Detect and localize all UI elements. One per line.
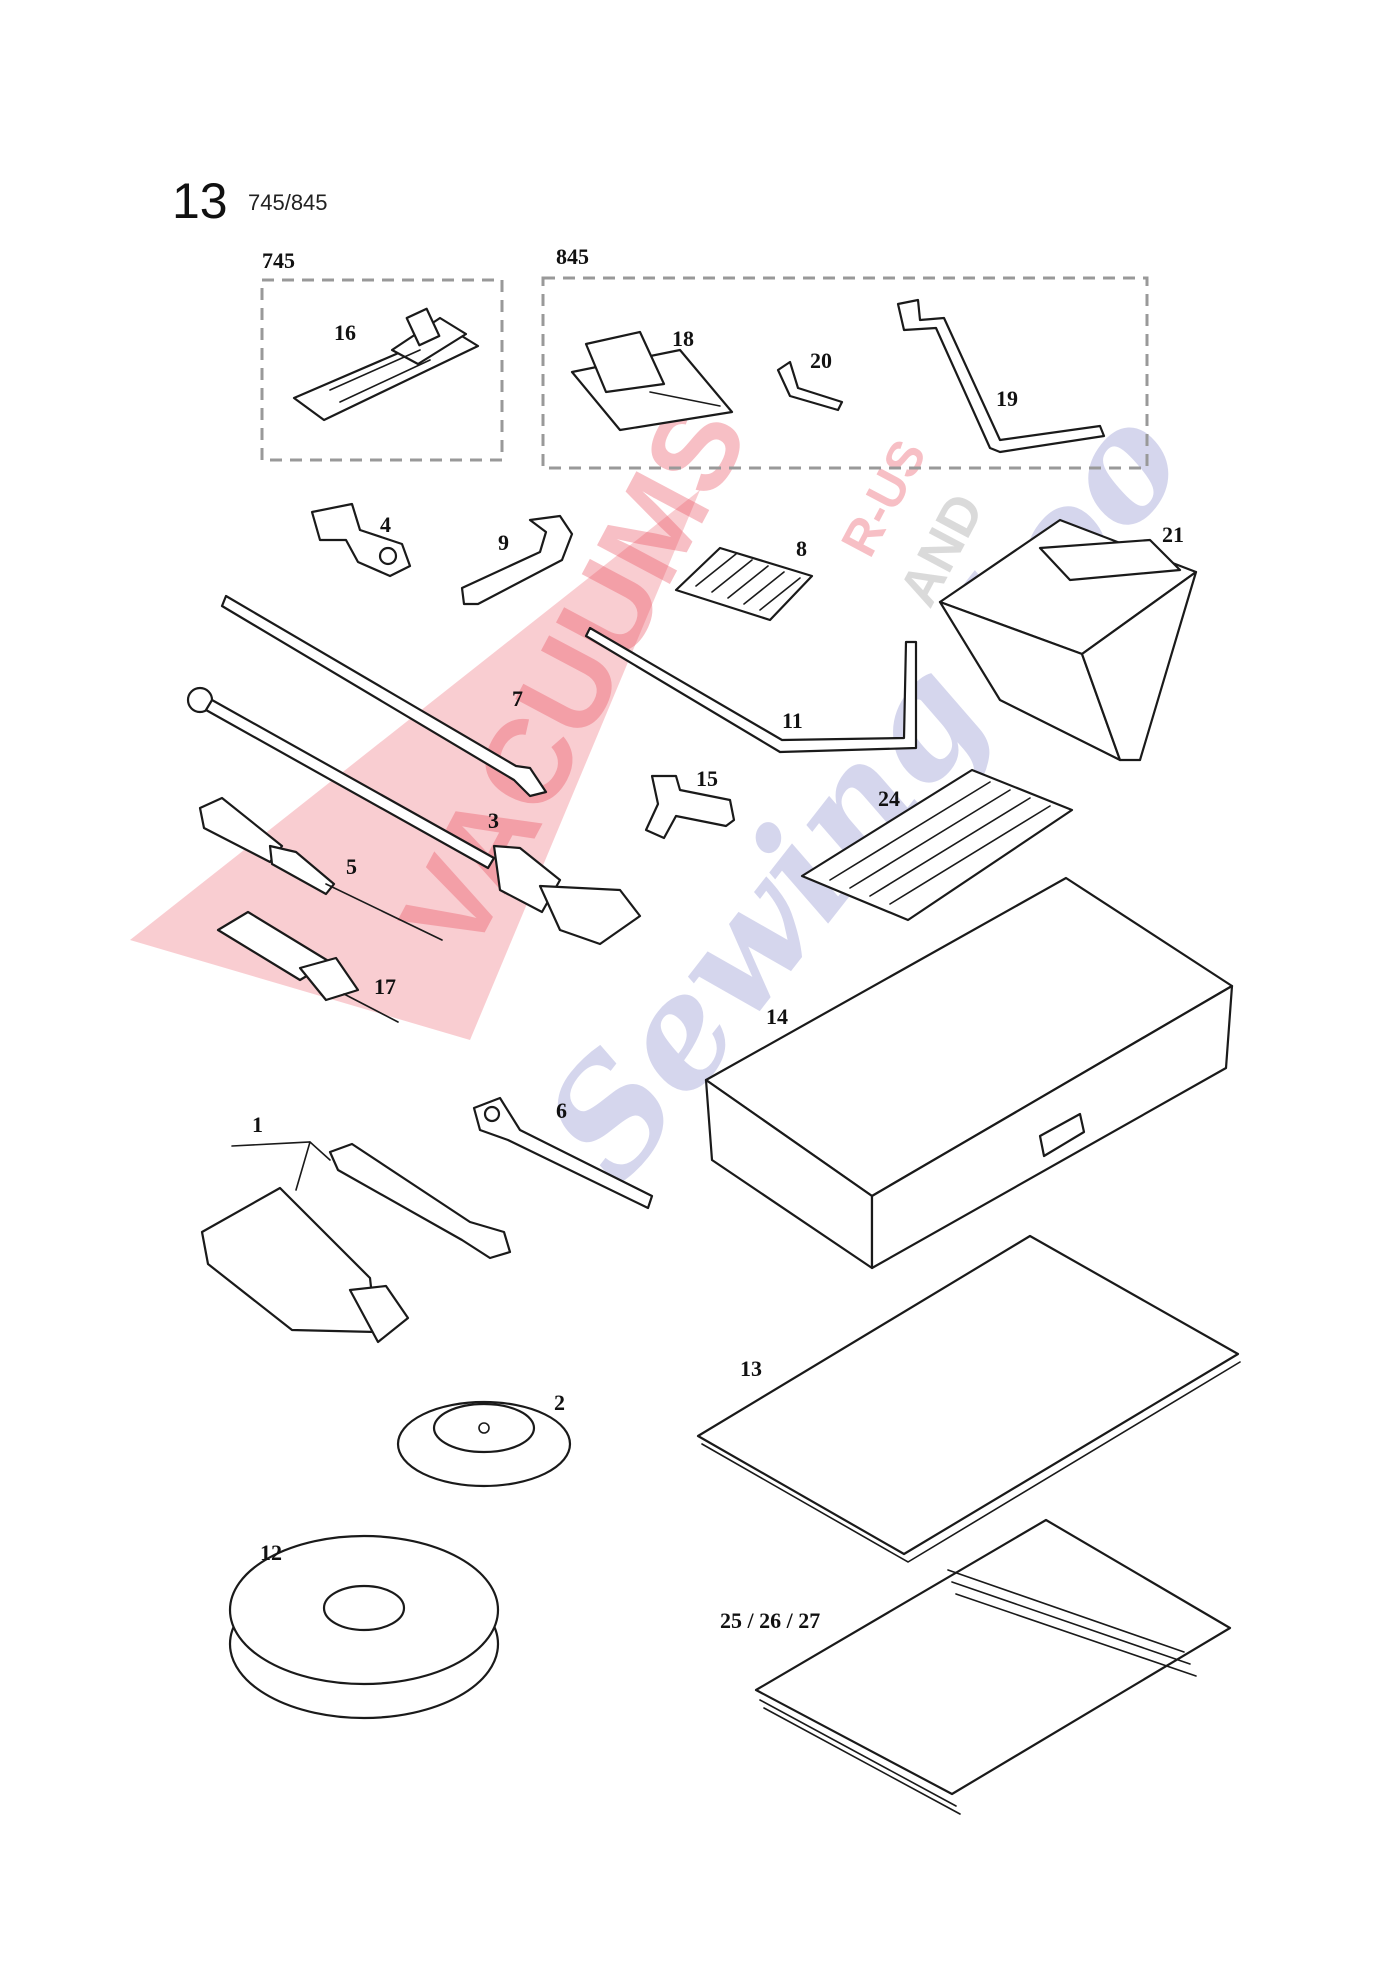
label-21: 21 xyxy=(1162,522,1184,547)
part-15-clip xyxy=(644,774,736,840)
label-8: 8 xyxy=(796,536,807,561)
label-16: 16 xyxy=(334,320,356,345)
part-19-guide xyxy=(896,298,1106,454)
part-18-presser-foot xyxy=(570,330,734,432)
label-20: 20 xyxy=(810,348,832,373)
part-21-guide-box xyxy=(938,518,1198,762)
part-7-screwdriver xyxy=(220,594,548,798)
label-18: 18 xyxy=(672,326,694,351)
label-24: 24 xyxy=(878,786,900,811)
part-12-felt xyxy=(228,1534,500,1720)
label-5: 5 xyxy=(346,854,357,879)
part-17-tool xyxy=(216,910,399,1023)
label-3: 3 xyxy=(488,808,499,833)
group-label-745: 745 xyxy=(262,248,295,273)
part-2-spool-disc xyxy=(396,1400,572,1488)
part-8-needle-pack xyxy=(674,546,814,622)
page-number: 13 xyxy=(172,173,228,229)
part-20-guide xyxy=(776,360,844,412)
frame-845 xyxy=(541,276,1149,470)
part-11-allen-key xyxy=(584,626,918,754)
label-25-26-27: 25 / 26 / 27 xyxy=(720,1608,820,1633)
label-13: 13 xyxy=(740,1356,762,1381)
part-16-presser-foot xyxy=(292,307,480,422)
part-6-wrench xyxy=(472,1096,654,1210)
part-24-stickers xyxy=(800,768,1074,922)
model-numbers: 745/845 xyxy=(248,190,328,215)
part-9-lever xyxy=(460,514,574,606)
label-14: 14 xyxy=(766,1004,788,1029)
label-12: 12 xyxy=(260,1540,282,1565)
label-2: 2 xyxy=(554,1390,565,1415)
label-11: 11 xyxy=(782,708,803,733)
label-1: 1 xyxy=(252,1112,263,1137)
label-6: 6 xyxy=(556,1098,567,1123)
label-15: 15 xyxy=(696,766,718,791)
part-5-screwdriver xyxy=(198,796,443,941)
label-9: 9 xyxy=(498,530,509,555)
part-25-booklet xyxy=(754,1518,1232,1815)
frame-745 xyxy=(260,278,504,462)
part-14-case xyxy=(704,876,1234,1270)
label-19: 19 xyxy=(996,386,1018,411)
label-4: 4 xyxy=(380,512,391,537)
part-13-manual xyxy=(696,1234,1241,1563)
part-4-bracket xyxy=(310,502,412,578)
label-7: 7 xyxy=(512,686,523,711)
watermark-v-shape xyxy=(130,490,700,1040)
label-17: 17 xyxy=(374,974,396,999)
group-label-845: 845 xyxy=(556,244,589,269)
part-1-oiler xyxy=(200,1141,512,1344)
part-3-brush xyxy=(186,686,642,946)
